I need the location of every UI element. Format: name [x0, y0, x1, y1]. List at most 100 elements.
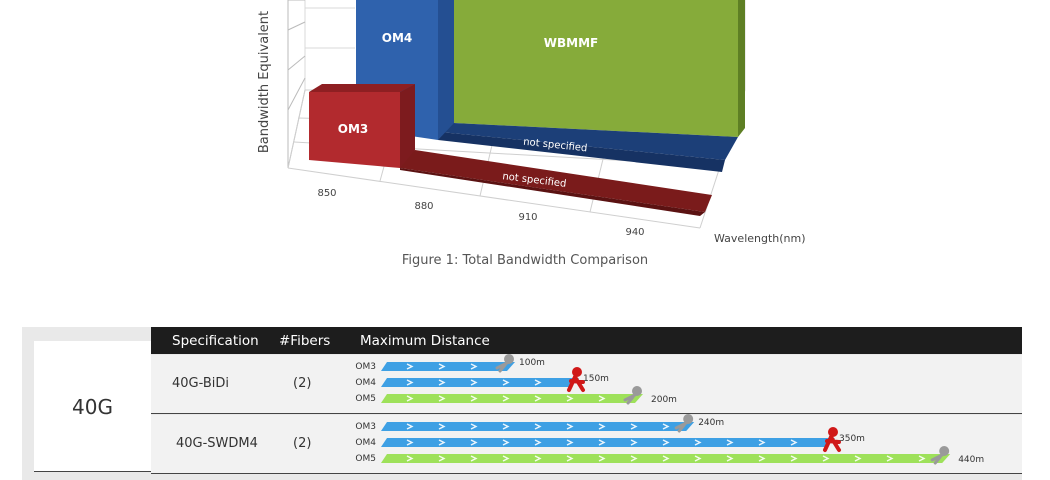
chevron-icon: [438, 395, 446, 402]
x-axis-label: Wavelength(nm): [714, 232, 806, 245]
row-separator: [151, 413, 1022, 414]
runner-grey-icon: [623, 386, 642, 405]
chevron-icon: [406, 395, 414, 402]
spec-cell: 40G-BiDi: [172, 376, 229, 391]
chevron-icon: [406, 379, 414, 386]
chevron-icon: [790, 439, 798, 446]
chevron-icon: [662, 423, 670, 430]
distance-value: 200m: [651, 395, 677, 405]
chevron-icon: [438, 439, 446, 446]
group-separator: [34, 471, 151, 472]
chevron-icon: [694, 439, 702, 446]
chevron-icon: [438, 423, 446, 430]
chevron-icon: [822, 455, 830, 462]
distance-value: 150m: [583, 374, 609, 384]
chevron-icon: [534, 423, 542, 430]
chevron-icon: [854, 455, 862, 462]
distance-value: 240m: [698, 418, 724, 428]
runner-grey-icon: [930, 446, 950, 465]
chevron-icon: [662, 439, 670, 446]
col-header-max-distance: Maximum Distance: [360, 333, 490, 349]
chevron-icon: [598, 455, 606, 462]
chevron-icon: [630, 455, 638, 462]
fibers-cell: (2): [293, 376, 312, 391]
fiber-label: OM5: [355, 454, 376, 464]
distance-bar-om4: [381, 438, 835, 447]
chevron-icon: [694, 455, 702, 462]
distance-bar-om3: [381, 422, 695, 431]
chevron-icon: [566, 455, 574, 462]
distance-value: 100m: [519, 358, 545, 368]
fiber-label: OM4: [355, 438, 376, 448]
bar-wbmmf: WBMMF: [438, 0, 745, 137]
chevron-icon: [470, 455, 478, 462]
floor-strip-om4: not specified: [438, 118, 738, 172]
chevron-icon: [502, 379, 510, 386]
chevron-icon: [630, 423, 638, 430]
chevron-icon: [630, 439, 638, 446]
chevron-icon: [406, 423, 414, 430]
distance-value: 350m: [839, 434, 865, 444]
fibers-cell: (2): [293, 436, 312, 451]
fiber-label: OM3: [355, 362, 376, 372]
chevron-icon: [470, 379, 478, 386]
bar-om3: OM3: [309, 84, 415, 168]
table-header: Specification #Fibers Maximum Distance: [151, 327, 1022, 354]
group-label: 40G: [72, 394, 113, 419]
distance-bar-om4: [381, 378, 579, 387]
chevron-icon: [758, 439, 766, 446]
distance-table: 40G Specification #Fibers Maximum Distan…: [22, 327, 1022, 480]
floor-strip-om3: not specified: [400, 150, 712, 216]
col-header-fibers: #Fibers: [279, 333, 331, 349]
runner-red-icon: [567, 367, 585, 392]
fiber-label: OM3: [355, 422, 376, 432]
chevron-icon: [566, 439, 574, 446]
chevron-icon: [918, 455, 926, 462]
fiber-label: OM5: [355, 394, 376, 404]
col-header-specification: Specification: [172, 333, 259, 349]
x-tick-940: 940: [625, 227, 644, 238]
chevron-icon: [534, 379, 542, 386]
spec-cell: 40G-SWDM4: [176, 436, 258, 451]
group-label-cell: 40G: [34, 341, 151, 472]
chevron-icon: [662, 455, 670, 462]
chevron-icon: [726, 455, 734, 462]
chevron-icon: [438, 363, 446, 370]
chevron-icon: [598, 439, 606, 446]
chevron-icon: [502, 423, 510, 430]
bar-label-om3: OM3: [338, 122, 369, 136]
runner-grey-icon: [674, 414, 694, 433]
chevron-icon: [534, 439, 542, 446]
chevron-icon: [470, 423, 478, 430]
fiber-label: OM4: [355, 378, 376, 388]
chevron-icon: [534, 395, 542, 402]
figure-caption: Figure 1: Total Bandwidth Comparison: [401, 253, 649, 268]
chevron-icon: [886, 455, 894, 462]
chevron-icon: [470, 439, 478, 446]
runner-grey-icon: [495, 354, 514, 373]
table-row: 40G-BiDi (2): [151, 355, 1022, 413]
x-tick-850: 850: [317, 188, 336, 199]
chevron-icon: [566, 423, 574, 430]
chevron-icon: [470, 363, 478, 370]
runner-red-icon: [823, 427, 841, 452]
chevron-icon: [470, 395, 478, 402]
chevron-icon: [598, 395, 606, 402]
chevron-icon: [438, 379, 446, 386]
chevron-icon: [726, 439, 734, 446]
bandwidth-comparison-chart: WBMMF not specified OM4 not specified OM…: [257, 0, 806, 245]
chevron-icon: [502, 439, 510, 446]
distance-bar-om5: [381, 454, 951, 463]
distance-bar-om3: [381, 362, 515, 371]
chevron-icon: [406, 439, 414, 446]
bar-label-om4: OM4: [382, 31, 413, 45]
chevron-icon: [598, 423, 606, 430]
chevron-icon: [758, 455, 766, 462]
chevron-icon: [534, 455, 542, 462]
bar-label-wbmmf: WBMMF: [544, 36, 598, 50]
chevron-icon: [502, 395, 510, 402]
chevron-icon: [406, 455, 414, 462]
chevron-icon: [502, 455, 510, 462]
distance-value: 440m: [958, 455, 984, 465]
